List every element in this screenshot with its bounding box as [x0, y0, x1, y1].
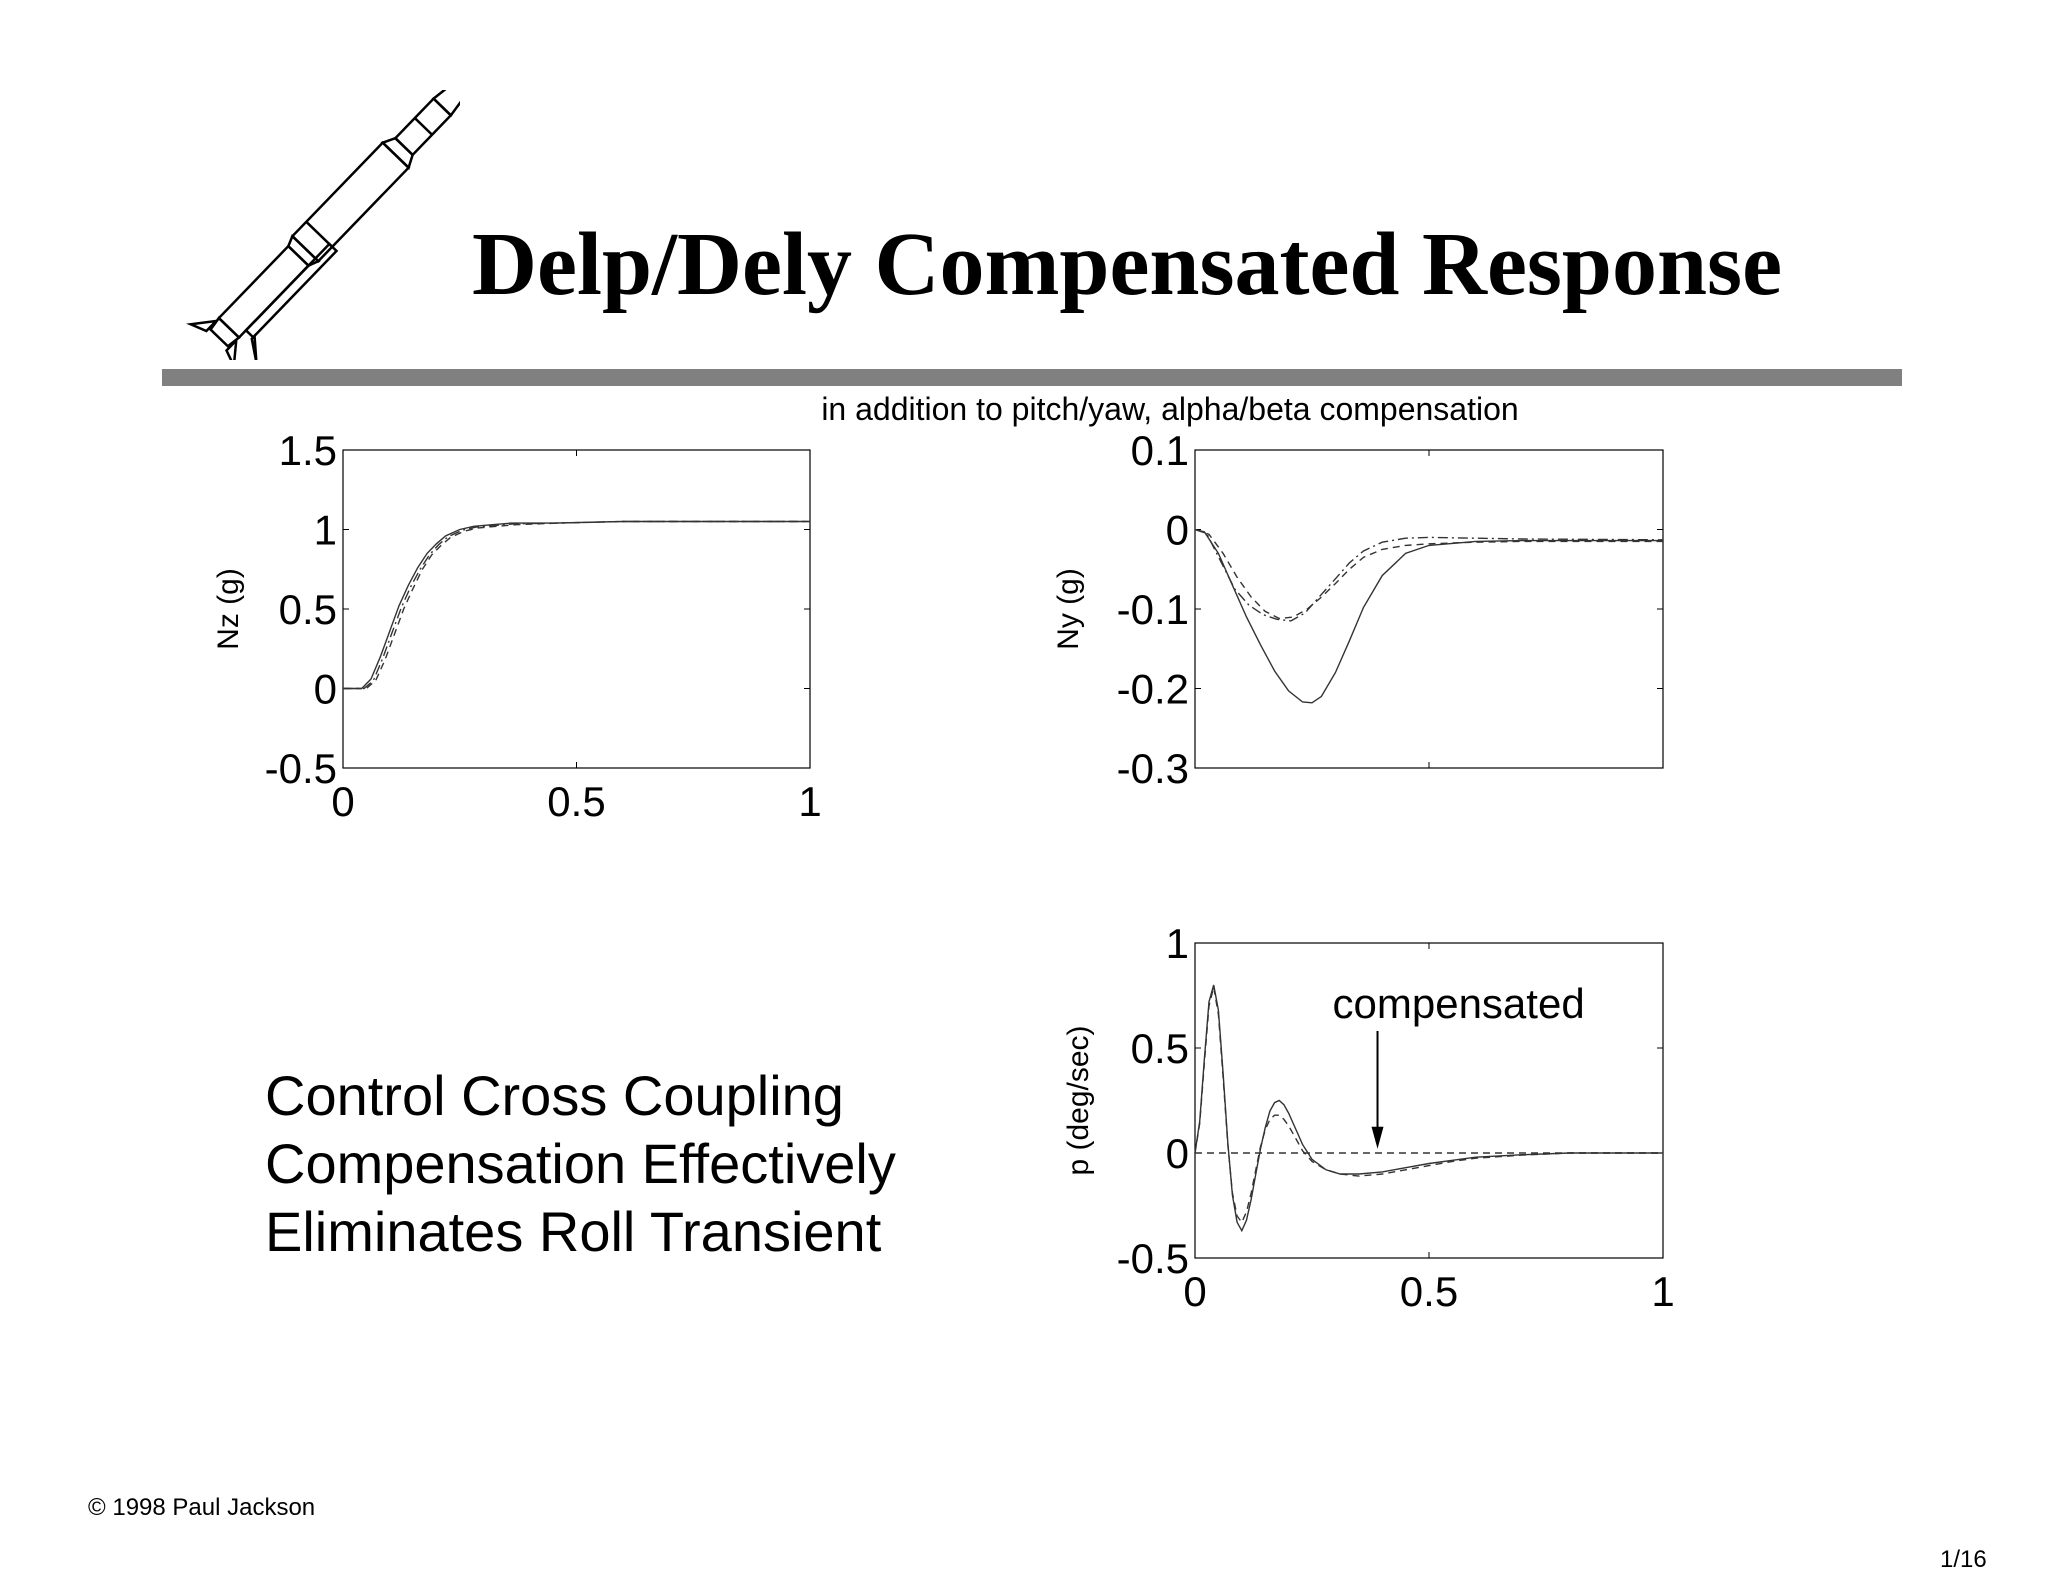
series-line	[1194, 986, 1663, 1224]
y-tick-label: 1	[314, 507, 337, 554]
y-tick-label: 0	[1166, 507, 1189, 554]
y-tick-label: 0.5	[279, 586, 337, 633]
annotation-compensated: compensated	[1333, 980, 1585, 1027]
plot-frame	[342, 449, 811, 769]
y-tick-label: 0.5	[1131, 1025, 1189, 1072]
plot-frame	[1194, 449, 1664, 769]
series-line	[343, 520, 810, 690]
y-tick-label: -0.5	[1117, 1235, 1189, 1282]
y-axis-label: Nz (g)	[212, 568, 245, 650]
conclusion-line: Eliminates Roll Transient	[265, 1200, 882, 1263]
y-tick-label: -0.2	[1117, 666, 1189, 713]
conclusion-line: Compensation Effectively	[265, 1132, 896, 1195]
y-tick-label: -0.1	[1117, 586, 1189, 633]
y-axis-label: Ny (g)	[1052, 568, 1085, 650]
page-number: 1/16	[1940, 1546, 1987, 1573]
copyright: © 1998 Paul Jackson	[88, 1494, 316, 1521]
conclusion-line: Control Cross Coupling	[265, 1064, 844, 1127]
x-tick-label: 1	[1651, 1268, 1674, 1315]
y-tick-label: 1	[1166, 920, 1189, 967]
y-tick-label: -0.3	[1117, 745, 1189, 792]
y-tick-label: 0	[314, 666, 337, 713]
x-tick-label: 0.5	[547, 778, 605, 825]
y-tick-label: -0.5	[265, 745, 337, 792]
subtitle: in addition to pitch/yaw, alpha/beta com…	[821, 391, 1519, 427]
series-line	[1194, 528, 1663, 704]
x-tick-label: 1	[798, 778, 821, 825]
y-axis-label: p (deg/sec)	[1062, 1025, 1095, 1175]
conclusion-text: Control Cross Coupling Compensation Effe…	[265, 1062, 896, 1266]
ny-plot: 0.1 0 -0.1 -0.2 -0.3 Ny (g)	[1052, 427, 1664, 792]
series-line	[343, 520, 810, 690]
page-title: Delp/Dely Compensated Response	[472, 215, 1783, 314]
x-tick-label: 0	[331, 778, 354, 825]
rocket-icon	[186, 90, 460, 360]
annotation-arrowhead	[1371, 1126, 1384, 1149]
series-line	[1194, 528, 1664, 622]
x-tick-label: 0.5	[1400, 1268, 1458, 1315]
y-tick-label: 0	[1166, 1130, 1189, 1177]
title-rule	[162, 369, 1902, 386]
x-tick-label: 0	[1183, 1268, 1206, 1315]
series-line	[1194, 528, 1663, 620]
series-line	[343, 520, 810, 690]
y-tick-label: 0.1	[1131, 427, 1189, 474]
y-tick-label: 1.5	[279, 427, 337, 474]
